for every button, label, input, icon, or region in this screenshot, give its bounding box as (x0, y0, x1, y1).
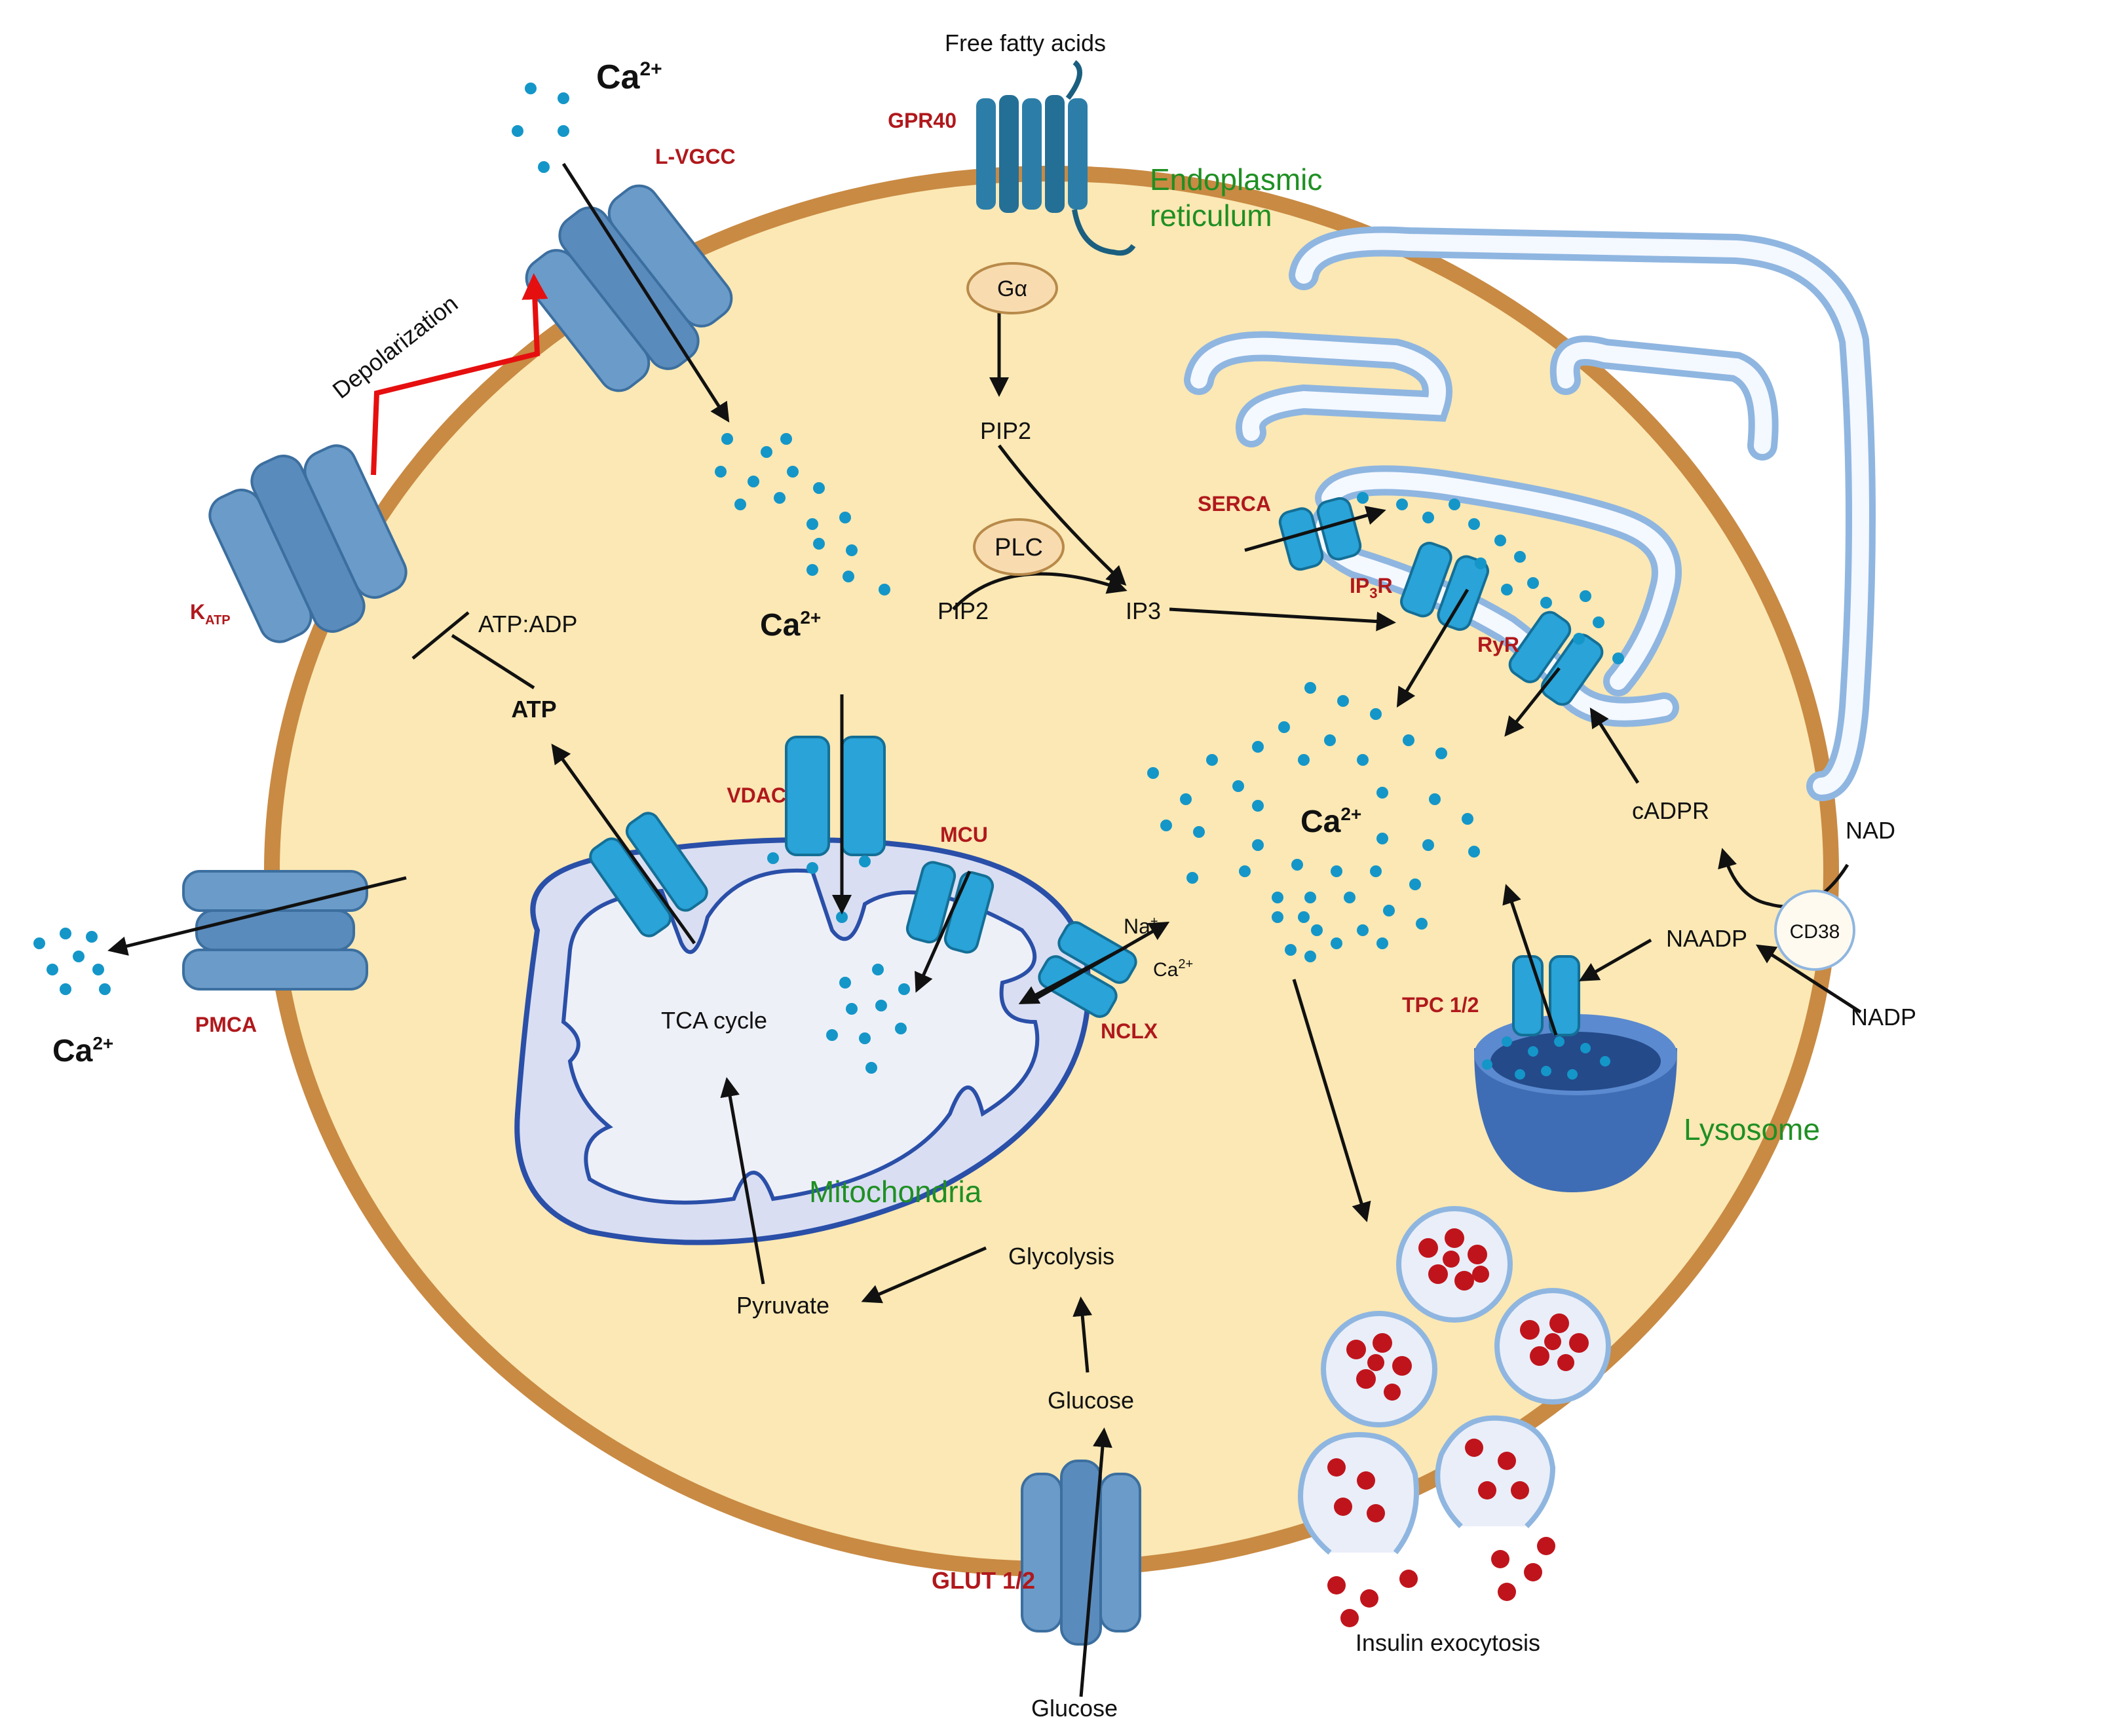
label-galpha: Gα (997, 276, 1027, 301)
label-cadpr: cADPR (1632, 797, 1709, 824)
label-ca-mid: Ca2+ (760, 607, 821, 643)
ip3r-channel-icon (1400, 542, 1489, 631)
label-ca-left: Ca2+ (52, 1033, 113, 1068)
galpha-icon (966, 262, 1058, 314)
cd38-icon (1774, 890, 1855, 971)
label-ca-nclx: Ca2+ (1153, 957, 1193, 981)
label-glycolysis: Glycolysis (1008, 1243, 1114, 1270)
vesicle-fusing (1435, 1415, 1556, 1528)
label-lvgcc: L-VGCC (655, 145, 736, 168)
mcu-channel-icon (905, 861, 995, 954)
label-naadp: NAADP (1666, 925, 1747, 952)
mito-inner-membrane (561, 868, 1040, 1205)
vesicle-fusing (1298, 1431, 1419, 1555)
label-katp: KATP (190, 600, 231, 628)
plc-icon (973, 518, 1065, 576)
endoplasmic-reticulum (1184, 226, 1876, 801)
label-nclx: NCLX (1101, 1019, 1158, 1043)
label-gpr40: GPR40 (888, 109, 957, 132)
label-na: Na+ (1124, 915, 1158, 938)
label-ip3r: IP3R (1350, 574, 1393, 601)
label-exocytosis: Insulin exocytosis (1356, 1629, 1540, 1656)
atp-synthase-channel-icon (589, 812, 708, 937)
pathway-arrows (107, 162, 1862, 1697)
serca-channel-icon (1278, 497, 1362, 571)
label-glut: GLUT 1/2 (932, 1567, 1035, 1594)
label-nad: NAD (1846, 817, 1895, 844)
label-er-line1: Endoplasmic (1150, 162, 1322, 197)
label-ryr: RyR (1477, 633, 1519, 656)
label-glucose-out: Glucose (1031, 1695, 1118, 1722)
label-ip3: IP3 (1126, 597, 1161, 624)
label-glucose-in: Glucose (1048, 1387, 1134, 1414)
label-pip2-a: PIP2 (980, 417, 1031, 444)
label-pip2-b: PIP2 (938, 597, 989, 624)
label-ca-top: Ca2+ (596, 58, 662, 96)
calcium-ions (33, 83, 1624, 1080)
ryr-channel-icon (1508, 611, 1604, 706)
label-er-line2: reticulum (1150, 198, 1272, 233)
label-vdac: VDAC (727, 783, 786, 807)
label-nadp: NADP (1851, 1004, 1916, 1030)
depolarization-arrow (371, 273, 548, 476)
label-tpc: TPC 1/2 (1402, 993, 1479, 1017)
label-ffa: Free fatty acids (945, 29, 1106, 56)
label-lysosome: Lysosome (1684, 1112, 1820, 1146)
glut-channel-icon (1021, 1460, 1141, 1646)
label-serca: SERCA (1198, 492, 1271, 516)
label-plc: PLC (995, 534, 1043, 561)
label-atp: ATP (511, 696, 556, 723)
label-mcu: MCU (940, 823, 988, 846)
pmca-channel-icon (182, 870, 368, 991)
label-tca: TCA cycle (661, 1007, 767, 1034)
insulin-vesicles (1298, 1206, 1611, 1627)
katp-channel-icon (208, 444, 408, 643)
nclx-channel-icon (1038, 921, 1137, 1018)
lvgcc-channel-icon (525, 184, 733, 392)
gpr40-receptor-icon (976, 60, 1136, 256)
label-mitochondria: Mitochondria (809, 1175, 982, 1209)
label-pyruvate: Pyruvate (736, 1292, 829, 1319)
label-pmca: PMCA (195, 1013, 257, 1036)
label-ca-cyto: Ca2+ (1300, 804, 1361, 839)
label-cd38: CD38 (1790, 921, 1840, 943)
label-atpadp: ATP:ADP (478, 611, 577, 637)
